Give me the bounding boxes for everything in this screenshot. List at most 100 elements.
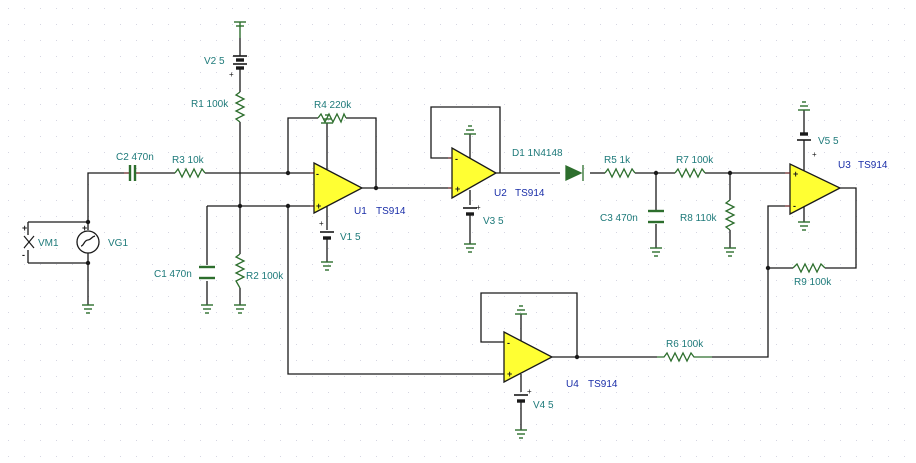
grid-dot [536, 8, 537, 9]
grid-dot [8, 104, 9, 105]
grid-dot [280, 408, 281, 409]
grid-dot [904, 296, 905, 297]
resistor-r4[interactable]: R4 220k [314, 100, 352, 124]
signal-generator-vg1[interactable]: + VG1 [76, 222, 128, 290]
grid-dot [232, 296, 233, 297]
grid-dot [216, 424, 217, 425]
resistor-r1[interactable]: R1 100k [191, 91, 246, 123]
diode-d1[interactable]: D1 1N4148 [512, 148, 584, 182]
grid-dot [376, 440, 377, 441]
grid-dot [136, 440, 137, 441]
grid-dot [712, 248, 713, 249]
grid-dot [520, 456, 521, 457]
opamp-u1[interactable]: - + U1 TS914 [310, 161, 406, 217]
grid-dot [296, 440, 297, 441]
grid-dot [376, 376, 377, 377]
grid-dot [376, 88, 377, 89]
voltmeter-vm1[interactable]: + - VM1 [22, 222, 59, 263]
grid-dot [504, 8, 505, 9]
battery-v2[interactable]: + V2 5 [204, 21, 247, 92]
grid-dot [440, 72, 441, 73]
grid-dot [72, 376, 73, 377]
grid-dot [632, 232, 633, 233]
opamp-u2[interactable]: - + U2 TS914 [448, 146, 545, 200]
capacitor-c2[interactable]: C2 470n [116, 152, 154, 181]
grid-dot [296, 24, 297, 25]
grid-dot [136, 248, 137, 249]
grid-dot [408, 232, 409, 233]
grid-dot [72, 24, 73, 25]
resistor-r5[interactable]: R5 1k [604, 155, 636, 179]
grid-dot [728, 168, 729, 169]
wire [712, 268, 769, 358]
grid-dot [440, 280, 441, 281]
grid-dot [104, 8, 105, 9]
grid-dot [56, 440, 57, 441]
grid-dot [184, 312, 185, 313]
grid-dot [840, 344, 841, 345]
resistor-r6[interactable]: R6 100k [657, 339, 712, 363]
battery-v4[interactable]: + V4 5 [514, 387, 554, 439]
u3-label: U3 [838, 160, 851, 171]
grid-dot [264, 360, 265, 361]
grid-dot [408, 248, 409, 249]
grid-dot [664, 248, 665, 249]
capacitor-c3[interactable]: C3 470n [600, 209, 664, 224]
opamp-u4[interactable]: - + U4 TS914 [503, 330, 618, 390]
grid-dot [232, 264, 233, 265]
grid-dot [600, 344, 601, 345]
u2-label: U2 [494, 188, 507, 199]
grid-dot [568, 376, 569, 377]
resistor-r2[interactable]: R2 100k [234, 253, 284, 289]
grid-dot [696, 168, 697, 169]
grid-dot [664, 24, 665, 25]
grid-dot [184, 264, 185, 265]
grid-dot [664, 216, 665, 217]
grid-dot [696, 136, 697, 137]
grid-dot [520, 40, 521, 41]
grid-dot [312, 184, 313, 185]
grid-dot [632, 200, 633, 201]
grid-dot [280, 248, 281, 249]
opamp-u3[interactable]: + - U3 TS914 [785, 160, 888, 216]
grid-dot [568, 216, 569, 217]
grid-dot [792, 312, 793, 313]
grid-dot [424, 216, 425, 217]
capacitor-c1[interactable]: C1 470n [154, 265, 215, 280]
grid-dot [232, 168, 233, 169]
grid-dot [296, 456, 297, 457]
grid-dot [168, 360, 169, 361]
resistor-r8[interactable]: R8 110k [680, 199, 736, 231]
grid-dot [728, 344, 729, 345]
grid-dot [344, 408, 345, 409]
grid-dot [24, 248, 25, 249]
grid-dot [168, 200, 169, 201]
grid-dot [408, 24, 409, 25]
grid-dot [456, 296, 457, 297]
grid-dot [56, 312, 57, 313]
grid-dot [24, 344, 25, 345]
battery-v1[interactable]: + V1 5 [319, 219, 361, 271]
grid-dot [808, 72, 809, 73]
grid-dot [72, 56, 73, 57]
grid-dot [760, 424, 761, 425]
grid-dot [40, 136, 41, 137]
grid-dot [584, 392, 585, 393]
grid-dot [232, 120, 233, 121]
resistor-r9[interactable]: R9 100k [792, 262, 832, 288]
grid-dot [616, 392, 617, 393]
grid-dot [168, 232, 169, 233]
resistor-r7[interactable]: R7 100k [674, 155, 714, 179]
grid-dot [744, 120, 745, 121]
grid-dot [136, 232, 137, 233]
resistor-r3[interactable]: R3 10k [172, 155, 206, 179]
grid-dot [728, 40, 729, 41]
battery-v5[interactable]: + V5 5 [797, 118, 839, 159]
battery-v3[interactable]: + V3 5 [463, 203, 504, 253]
grid-dot [520, 184, 521, 185]
grid-dot [744, 360, 745, 361]
grid-dot [520, 168, 521, 169]
grid-dot [824, 56, 825, 57]
grid-dot [56, 72, 57, 73]
